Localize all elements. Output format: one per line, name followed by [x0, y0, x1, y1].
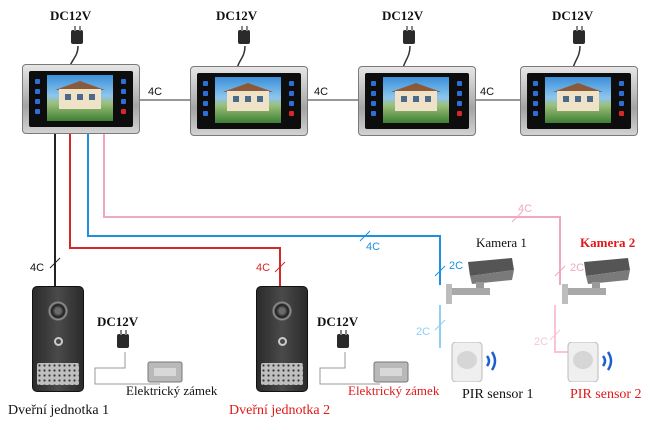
power-adapter-icon	[71, 26, 83, 44]
cable-label-2c-camera2: 2C	[570, 262, 585, 274]
monitor-1	[22, 64, 140, 134]
tick-pir1	[434, 319, 446, 331]
cable-label-4c-black: 4C	[30, 262, 45, 274]
power-adapter-icon	[337, 330, 349, 348]
cable-label-4c: 4C	[148, 86, 163, 98]
power-adapter-icon	[403, 26, 415, 44]
power-adapter-icon	[117, 330, 129, 348]
bell-icon	[54, 337, 63, 346]
electric-lock-2-icon	[373, 361, 409, 383]
speaker-grille	[261, 363, 303, 385]
monitor-2	[190, 66, 308, 136]
lock1-wire	[94, 352, 160, 385]
cable-label-2c-pir1: 2C	[416, 326, 431, 338]
door-unit-1	[32, 286, 84, 392]
pir-sensor-2-icon	[567, 342, 599, 382]
camera1-label: Kamera 1	[476, 235, 527, 250]
pir1-label: PIR sensor 1	[462, 387, 534, 402]
cable-label-4c: 4C	[314, 86, 329, 98]
tick-pink	[511, 211, 523, 223]
tick-blue	[359, 230, 371, 242]
tick-cam1	[434, 265, 446, 277]
camera-1-icon	[446, 258, 514, 304]
tick-cam2	[554, 265, 566, 277]
pink-cable	[103, 133, 561, 285]
bell-icon	[278, 337, 287, 346]
door-unit1-label: Dveřní jednotka 1	[8, 403, 110, 418]
psu-label-door1: DC12V	[97, 314, 139, 329]
psu-label-door2: DC12V	[317, 314, 359, 329]
psu-label-4: DC12V	[552, 8, 594, 23]
tick-black	[49, 257, 61, 269]
camera-2-icon	[562, 258, 630, 304]
electric-lock-1-icon	[147, 361, 183, 383]
power-adapter-icon	[573, 26, 585, 44]
cable-label-2c-camera1: 2C	[449, 260, 464, 272]
lock2-label: Elektrický zámek	[348, 383, 440, 398]
cable-label-4c-blue: 4C	[366, 241, 381, 253]
speaker-grille	[37, 363, 79, 385]
door-unit2-label: Dveřní jednotka 2	[229, 403, 331, 418]
door-unit-2	[256, 286, 308, 392]
door-camera-lens	[48, 301, 68, 321]
cable-label-4c-red: 4C	[256, 262, 271, 274]
pir-sensor-1-icon	[451, 342, 483, 382]
cable-label-4c: 4C	[480, 86, 495, 98]
lock2-wire	[319, 352, 380, 385]
camera2-label: Kamera 2	[580, 235, 636, 250]
tick-pir2	[549, 329, 561, 341]
power-adapter-icon	[238, 26, 250, 44]
pir2-cable	[554, 305, 572, 353]
psu-label-2: DC12V	[216, 8, 258, 23]
cable-label-2c-pir2: 2C	[534, 336, 549, 348]
tick-red	[274, 261, 286, 273]
monitor-4	[520, 66, 638, 136]
blue-cable	[87, 133, 441, 285]
psu-label-1: DC12V	[50, 8, 92, 23]
psu-label-3: DC12V	[382, 8, 424, 23]
monitor-3	[358, 66, 476, 136]
lock1-label: Elektrický zámek	[126, 383, 218, 398]
pir-waves-2-icon	[601, 351, 613, 371]
pir2-label: PIR sensor 2	[570, 387, 642, 402]
cable-label-4c-pink: 4C	[518, 203, 533, 215]
red-cable	[69, 133, 281, 286]
pir-waves-1-icon	[485, 351, 497, 371]
door-camera-lens	[272, 301, 292, 321]
